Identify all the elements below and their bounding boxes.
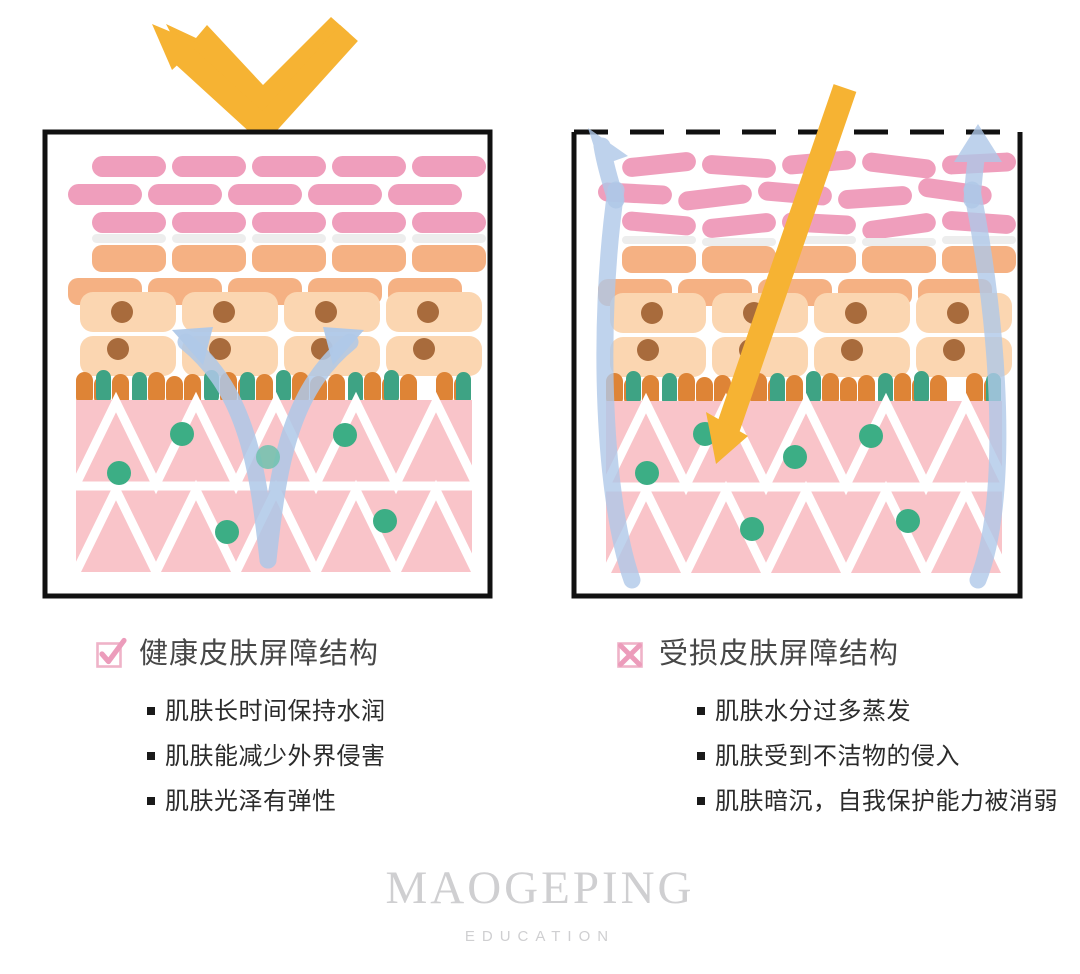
bullet-square-icon xyxy=(147,752,155,760)
moisture-escape-arrow-right-icon xyxy=(954,124,1002,209)
brand-subtext: EDUCATION xyxy=(464,928,616,945)
list-item: 肌肤水分过多蒸发 xyxy=(697,700,1080,724)
caption-damaged: 受损皮肤屏障结构 肌肤水分过多蒸发 肌肤受到不洁物的侵入 肌肤暗沉，自我保护能力… xyxy=(615,630,1080,835)
moisture-escape-arrow-left-icon xyxy=(588,128,628,209)
moisture-dot-highlight xyxy=(256,445,280,469)
list-item-label: 肌肤受到不洁物的侵入 xyxy=(715,743,960,770)
skin-barrier-diagram xyxy=(42,17,1023,599)
bullet-square-icon xyxy=(697,797,705,805)
caption-damaged-heading: 受损皮肤屏障结构 xyxy=(615,630,1080,678)
list-item: 肌肤光泽有弹性 xyxy=(147,790,565,814)
caption-healthy-heading: 健康皮肤屏障结构 xyxy=(95,630,565,678)
bullet-square-icon xyxy=(697,707,705,715)
brand-logo: MAOGEPING EDUCATION xyxy=(0,862,1080,945)
list-item-label: 肌肤长时间保持水润 xyxy=(165,698,386,725)
caption-healthy: 健康皮肤屏障结构 肌肤长时间保持水润 肌肤能减少外界侵害 肌肤光泽有弹性 xyxy=(95,630,565,835)
list-item-label: 肌肤水分过多蒸发 xyxy=(715,698,911,725)
stratum-corneum-healthy xyxy=(68,156,486,243)
panel-healthy-illustration xyxy=(42,17,493,599)
caption-healthy-title: 健康皮肤屏障结构 xyxy=(139,637,380,670)
moisture-escaping-arrows-body-icon xyxy=(596,181,1007,589)
moisture-arrow-heads-icon xyxy=(172,327,364,365)
caption-damaged-bullets: 肌肤水分过多蒸发 肌肤受到不洁物的侵入 肌肤暗沉，自我保护能力被消弱 xyxy=(697,700,1080,814)
uv-arrow-deflected-icon xyxy=(152,17,358,145)
bullet-square-icon xyxy=(147,797,155,805)
brand-wordmark: MAOGEPING xyxy=(385,862,695,914)
caption-damaged-title: 受损皮肤屏障结构 xyxy=(659,637,900,670)
checkbox-cross-icon xyxy=(615,639,645,669)
list-item-label: 肌肤暗沉，自我保护能力被消弱 xyxy=(715,788,1058,815)
moisture-retained-arrows-icon xyxy=(177,333,359,569)
panel-damaged-illustration xyxy=(571,84,1023,599)
list-item-label: 肌肤能减少外界侵害 xyxy=(165,743,386,770)
bullet-square-icon xyxy=(697,752,705,760)
caption-healthy-bullets: 肌肤长时间保持水润 肌肤能减少外界侵害 肌肤光泽有弹性 xyxy=(147,700,565,814)
bullet-square-icon xyxy=(147,707,155,715)
list-item: 肌肤暗沉，自我保护能力被消弱 xyxy=(697,790,1080,814)
uv-arrow-penetrating-icon xyxy=(706,84,857,464)
list-item: 肌肤能减少外界侵害 xyxy=(147,745,565,769)
list-item-label: 肌肤光泽有弹性 xyxy=(165,788,337,815)
list-item: 肌肤长时间保持水润 xyxy=(147,700,565,724)
list-item: 肌肤受到不洁物的侵入 xyxy=(697,745,1080,769)
dermis-damaged xyxy=(601,392,1011,584)
checkbox-check-icon xyxy=(95,637,127,669)
